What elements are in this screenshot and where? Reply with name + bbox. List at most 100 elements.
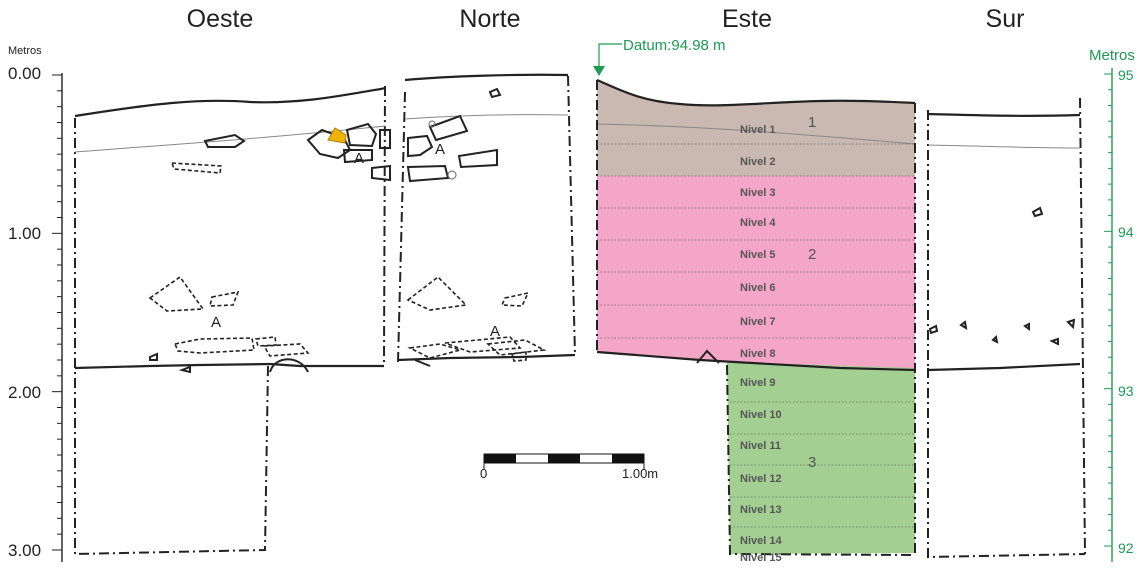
norte-feature-label: A — [435, 141, 445, 158]
norte-pebble — [447, 170, 457, 180]
layer-label-3: 3 — [808, 454, 816, 471]
oeste-stone-outline — [148, 275, 205, 312]
layer-3-fill — [727, 362, 915, 554]
oeste-outline-right — [383, 85, 386, 364]
depth-label-3: 3.00 — [8, 541, 41, 560]
wall-title-oeste: Oeste — [187, 5, 254, 33]
norte-stone — [457, 148, 498, 169]
scale-bar: 0 1.00m — [480, 453, 658, 481]
level-label-12: Nivel 12 — [740, 473, 782, 485]
oeste-pebble — [149, 352, 158, 361]
level-label-1: Nivel 1 — [740, 124, 775, 136]
elevation-axis: Metros 95 94 93 92 — [1089, 47, 1135, 562]
depth-label-1: 1.00 — [8, 224, 41, 243]
elevation-axis-title: Metros — [1089, 47, 1135, 64]
wall-sur — [927, 97, 1086, 559]
elevation-label-95: 95 — [1118, 67, 1134, 83]
wall-title-este: Este — [722, 5, 772, 33]
este-stone — [696, 349, 720, 364]
sur-ground-surface — [927, 112, 1081, 117]
norte-stone-outline — [486, 339, 547, 356]
sur-excavation-floor — [927, 362, 1081, 372]
level-label-10: Nivel 10 — [740, 409, 782, 421]
norte-stone-outline — [500, 291, 530, 307]
oeste-stone — [371, 164, 391, 182]
norte-feature-label: A — [490, 323, 500, 340]
oeste-feature-label: A — [211, 314, 221, 331]
norte-outline-left — [397, 91, 406, 363]
wall-title-norte: Norte — [459, 5, 520, 33]
sur-pebble — [991, 334, 999, 344]
wall-norte: A A — [397, 73, 576, 367]
level-label-6: Nivel 6 — [740, 282, 775, 294]
level-label-14: Nivel 14 — [740, 535, 782, 547]
norte-ground-surface — [404, 73, 569, 82]
norte-stone-outline — [406, 275, 468, 311]
sur-outline-right — [1079, 97, 1086, 555]
oeste-ground-surface — [74, 86, 387, 118]
elevation-label-93: 93 — [1118, 383, 1134, 399]
layer-label-1: 1 — [808, 114, 816, 131]
norte-stone — [428, 114, 469, 142]
elevation-label-92: 92 — [1118, 540, 1134, 556]
depth-label-0: 0.00 — [8, 64, 41, 83]
norte-root — [414, 359, 431, 367]
oeste-stone-outline — [170, 162, 222, 174]
level-label-2: Nivel 2 — [740, 156, 775, 168]
layer-2-fill — [597, 176, 915, 370]
datum-label: Datum:94.98 m — [623, 37, 726, 54]
norte-excavation-floor — [397, 353, 576, 362]
depth-axis-title: Metros — [8, 45, 42, 57]
wall-title-sur: Sur — [986, 5, 1025, 33]
oeste-stone — [203, 133, 246, 148]
scale-bar-end-label: 1.00m — [622, 466, 658, 481]
level-label-8: Nivel 8 — [740, 348, 775, 360]
oeste-stone-outline — [173, 337, 255, 354]
sur-pebble — [1049, 337, 1059, 346]
sur-soil-boundary — [927, 144, 1081, 149]
norte-pebble — [428, 120, 436, 128]
oeste-stone — [342, 149, 373, 164]
sur-pebble — [928, 324, 939, 335]
este-excavation-floor — [596, 350, 916, 372]
oeste-stone — [345, 122, 378, 148]
layer-label-2: 2 — [808, 246, 816, 263]
wall-oeste: A A — [74, 85, 391, 556]
level-label-3: Nivel 3 — [740, 187, 775, 199]
sur-pebble — [1066, 318, 1076, 330]
oeste-stone-outline — [262, 343, 310, 357]
norte-stone — [407, 134, 434, 158]
wall-este: Nivel 1 Nivel 2 Nivel 3 Nivel 4 Nivel 5 … — [596, 78, 916, 564]
oeste-stone-outline — [208, 290, 240, 307]
elevation-label-94: 94 — [1118, 224, 1134, 240]
level-label-13: Nivel 13 — [740, 504, 782, 516]
norte-stone-outline — [407, 343, 463, 359]
level-label-11: Nivel 11 — [740, 440, 781, 452]
oeste-stone-pit — [269, 358, 309, 373]
norte-soil-boundary — [404, 114, 569, 120]
datum-triangle-icon — [593, 66, 605, 76]
level-label-4: Nivel 4 — [740, 217, 776, 229]
sur-pebble — [959, 320, 968, 330]
oeste-outline-lower — [74, 118, 269, 556]
oeste-feature-label: A — [354, 150, 364, 167]
oeste-highlighted-artifact — [327, 127, 347, 144]
norte-stone-outline — [444, 336, 522, 353]
oeste-excavation-floor — [74, 362, 384, 370]
scale-bar-start-label: 0 — [480, 466, 487, 481]
level-label-7: Nivel 7 — [740, 316, 775, 328]
norte-stone — [406, 164, 450, 183]
este-outline-lower — [726, 364, 916, 556]
datum-marker: Datum:94.98 m — [593, 37, 726, 76]
level-separators — [597, 143, 915, 528]
depth-axis: Metros 0.00 1.00 2.00 3.00 — [8, 45, 63, 562]
norte-outline-right — [567, 75, 576, 356]
oeste-stone — [379, 129, 391, 149]
level-label-15: Nivel 15 — [740, 552, 782, 564]
norte-pebble — [488, 87, 502, 99]
level-label-9: Nivel 9 — [740, 377, 775, 389]
este-soil-boundary — [596, 123, 916, 145]
norte-stone-outline — [510, 351, 527, 362]
sur-pebble — [1031, 206, 1044, 218]
